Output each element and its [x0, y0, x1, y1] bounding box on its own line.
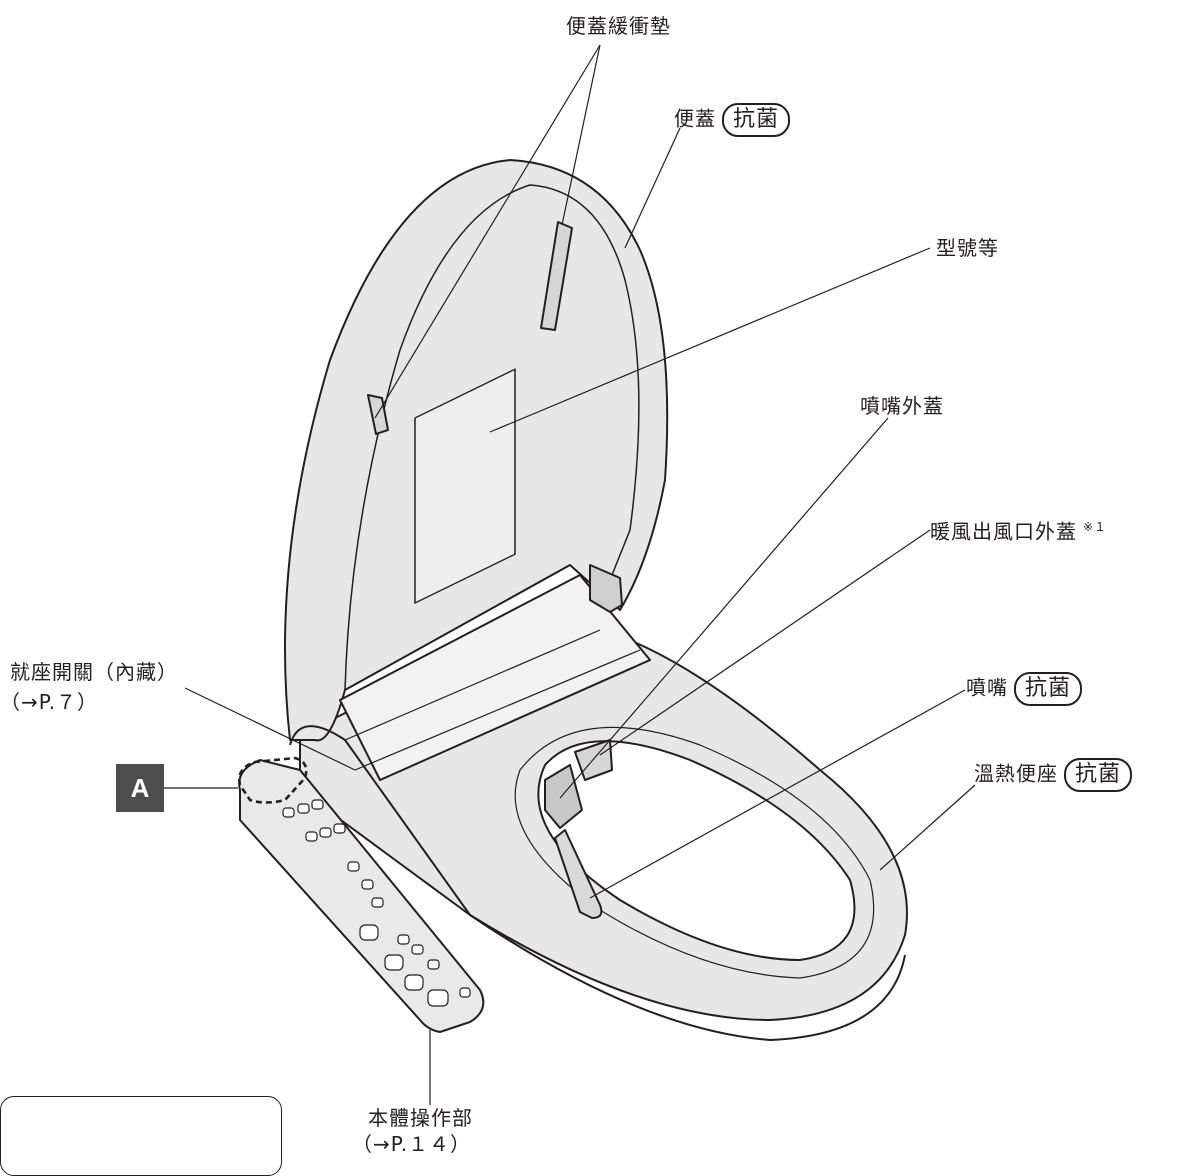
label-lid: 便蓋抗菌: [674, 103, 791, 137]
label-seat-switch-ref: （→P.７）: [0, 690, 99, 714]
seat-opening: [537, 740, 856, 961]
nozzle: [554, 829, 603, 919]
control-panel: [238, 759, 485, 1033]
antibacterial-badge-nozzle: 抗菌: [1014, 672, 1083, 706]
label-lid-text: 便蓋: [674, 106, 716, 131]
label-lid-bumpers: 便蓋緩衝墊: [566, 14, 671, 38]
label-dryer-cover-text: 暖風出風口外蓋: [930, 519, 1077, 544]
label-control-panel: 本體操作部: [368, 1106, 473, 1130]
model-plate: [414, 368, 516, 604]
label-dryer-cover: 暖風出風口外蓋 ※１: [930, 515, 1107, 544]
label-nozzle-text: 噴嘴: [966, 675, 1008, 700]
footnote-mark: ※１: [1083, 520, 1108, 534]
antibacterial-badge-seat: 抗菌: [1064, 758, 1133, 792]
label-heated-seat: 溫熱便座抗菌: [974, 758, 1133, 792]
label-heated-seat-text: 溫熱便座: [974, 761, 1058, 786]
note-box-frame: [0, 1096, 282, 1176]
nozzle-cover: [544, 764, 583, 829]
antibacterial-badge-lid: 抗菌: [722, 103, 791, 137]
label-nozzle: 噴嘴抗菌: [966, 672, 1083, 706]
label-seat-switch: 就座開關（內藏）: [10, 660, 178, 684]
hinge: [339, 574, 651, 781]
hinge-cap: [589, 564, 623, 613]
label-model-no: 型號等: [936, 236, 999, 260]
label-nozzle-cover: 噴嘴外蓋: [860, 394, 944, 418]
area-a-marker: A: [116, 764, 164, 812]
area-a-outline: [238, 756, 308, 804]
lid-bumper-right: [540, 221, 573, 331]
label-control-panel-ref: （→P.１４）: [352, 1132, 472, 1156]
